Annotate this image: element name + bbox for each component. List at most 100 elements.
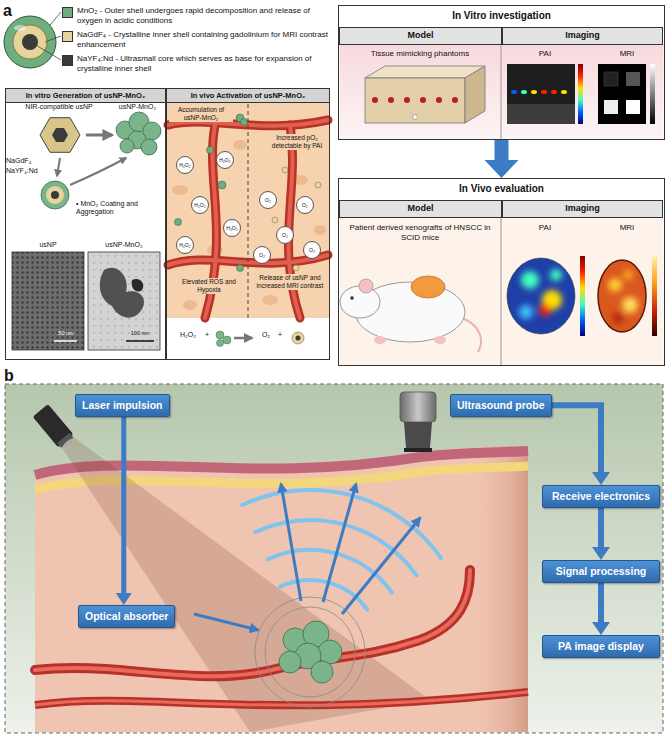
phantom-study <box>372 97 378 103</box>
phantom-study <box>340 44 664 139</box>
phantom-study <box>598 64 646 124</box>
photoacoustic-scene <box>279 651 301 673</box>
image-label: usNP <box>12 241 84 249</box>
tumor-illustration <box>293 265 299 271</box>
photoacoustic-scene <box>318 640 342 664</box>
nanoparticle-sphere <box>22 34 38 50</box>
tumor-illustration <box>205 125 217 318</box>
phantom-study <box>413 115 418 120</box>
scale-label: 50 nm <box>50 330 82 337</box>
tumor-illustration <box>282 167 288 173</box>
part-label: NIR-compatible usNP <box>18 103 100 111</box>
xenograft-study <box>550 269 562 281</box>
synthesis-illustration <box>141 139 157 155</box>
photoacoustic-scene <box>404 448 432 452</box>
table-cell: MRI <box>592 223 662 233</box>
header-cell: Imaging <box>502 27 663 45</box>
synthesis-illustration <box>132 279 144 292</box>
process-note: Increased pO₂ detectable by PAI <box>268 134 326 150</box>
panel-letter: b <box>4 366 18 385</box>
phantom-study <box>507 64 575 124</box>
xenograft-study <box>359 279 373 293</box>
part-label: NaYF₄:Nd <box>6 167 46 175</box>
molecule-label: H₂O₂ <box>176 236 194 254</box>
xenograft-study <box>652 256 657 336</box>
connector-arrow <box>552 405 610 485</box>
connector-line <box>598 508 604 548</box>
phantom-study <box>372 97 458 103</box>
xenograft-study <box>411 276 445 298</box>
panel-column: In vivo Activation of usNP-MnO₂ <box>166 88 330 360</box>
xenograft-study <box>519 269 562 319</box>
arrow-head <box>592 472 610 485</box>
synthesis-illustration <box>70 158 126 185</box>
process-note: Elevated ROS and Hypoxia <box>178 278 240 294</box>
synthesis-illustration <box>12 252 84 350</box>
nanoparticle-sphere <box>13 25 47 59</box>
phantom-study <box>511 90 517 94</box>
tumor-illustration <box>172 140 326 310</box>
tumor-illustration <box>292 332 304 344</box>
phantom-study <box>578 64 583 124</box>
phantom-study <box>561 90 567 94</box>
xenograft-study <box>519 305 533 319</box>
legend-text: MnO₂ - Outer shell undergoes rapid decom… <box>77 6 332 25</box>
phantom-study <box>604 72 618 86</box>
equation-term: H₂O₂ <box>174 331 202 339</box>
table-cell: PAI <box>505 223 585 233</box>
tumor-illustration <box>296 336 301 341</box>
photoacoustic-scene <box>60 436 430 732</box>
xenograft-study <box>505 256 577 336</box>
node-text: Signal processing <box>543 561 659 582</box>
legend-entry: MnO₂ - Outer shell undergoes rapid decom… <box>62 6 332 25</box>
synthesis-illustration <box>126 340 154 342</box>
table-cell: Patient derived xenografts of HNSCC in S… <box>342 223 498 242</box>
xenograft-study <box>539 304 551 316</box>
legend-text: NaYF₄:Nd - Ultrasmall core which serves … <box>77 54 332 73</box>
synthesis-illustration <box>41 181 69 209</box>
phantom-study <box>436 97 442 103</box>
equation-term: + <box>202 331 212 339</box>
phantom-study <box>507 104 575 124</box>
synthesis-illustration <box>88 252 160 350</box>
xenograft-study <box>521 271 539 289</box>
part-label: usNP-MnO₂ <box>110 103 165 111</box>
phantom-study <box>404 97 410 103</box>
tumor-illustration <box>288 125 300 318</box>
table-cell: Tissue mimicking phantoms <box>342 49 498 59</box>
synthesis-illustration <box>51 191 59 199</box>
nanoparticle-sphere <box>4 12 61 68</box>
phantom-study <box>388 97 394 103</box>
tumor-illustration <box>216 331 224 339</box>
process-box: Ultrasound probe <box>450 394 552 417</box>
tumor-illustration <box>167 103 329 347</box>
nanoparticle-sphere <box>45 36 61 42</box>
arrow-head <box>592 547 610 560</box>
xenograft-study <box>612 312 624 324</box>
process-note: Release of usNP and increased MRI contra… <box>254 274 326 290</box>
legend-swatch <box>62 7 73 18</box>
molecule-label: O₂ <box>259 191 277 209</box>
node-text: In vivo Activation of usNP-MnO₂ <box>167 89 329 103</box>
synthesis-illustration <box>12 112 161 350</box>
synthesis-illustration <box>86 134 112 137</box>
node-text: PA image display <box>543 636 659 657</box>
arrow-head <box>116 593 132 605</box>
node-text: Imaging <box>503 201 662 216</box>
photoacoustic-scene <box>255 520 416 575</box>
phantom-study <box>501 44 502 139</box>
molecule-label: O₂ <box>303 241 321 259</box>
connector-arrow <box>592 583 610 635</box>
molecule-label: O₂ <box>253 246 271 264</box>
photoacoustic-scene <box>33 404 74 447</box>
tumor-illustration <box>314 225 326 235</box>
header-cell: Model <box>339 27 502 45</box>
photoacoustic-scene <box>279 621 342 683</box>
table-cell: MRI <box>592 49 662 59</box>
tumor-illustration <box>183 300 197 310</box>
tumor-illustration <box>205 125 217 318</box>
connector-line <box>552 405 601 473</box>
synthesis-illustration <box>54 340 77 342</box>
